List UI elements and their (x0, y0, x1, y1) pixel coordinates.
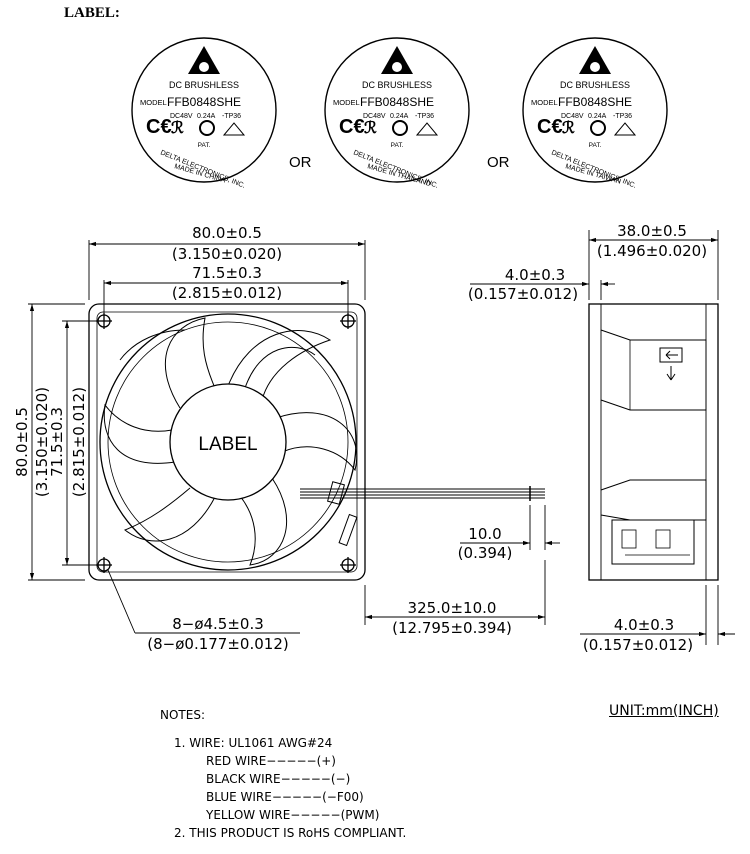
vde-mark-icon (415, 122, 439, 136)
notes-title: NOTES: (160, 708, 205, 722)
ul-mark-icon: ℛ (171, 120, 184, 137)
label-line1: DC BRUSHLESS (362, 80, 432, 90)
delta-logo-icon (188, 46, 220, 74)
mount-hole-bl (96, 557, 112, 573)
dim-hole-mm: 71.5±0.3 (192, 264, 262, 282)
ul-mark-icon: ℛ (562, 120, 575, 137)
label-suffix: -TP36 (613, 113, 632, 120)
or-text-2: OR (487, 154, 510, 171)
dim-strip-mm: 10.0 (468, 525, 501, 543)
wire-lead (300, 481, 545, 547)
wire-black: BLACK WIRE−−−−−(−) (206, 772, 351, 786)
label-current: 0.24A (588, 113, 607, 120)
label-line1: DC BRUSHLESS (560, 80, 630, 90)
csa-mark-icon (199, 120, 215, 136)
label-roundel-3: DC BRUSHLESS MODEL FFB0848SHE C€ ℛ DC48V… (522, 37, 668, 190)
fan-side-view (588, 303, 719, 581)
fan-shroud (99, 313, 357, 571)
label-pat: PAT. (391, 142, 404, 149)
label-roundel-1: DC BRUSHLESS MODEL FFB0848SHE C€ ℛ DC48V… (131, 37, 277, 190)
dim-strip-in: (0.394) (458, 544, 513, 562)
label-pat: PAT. (589, 142, 602, 149)
dimension-labels: 80.0±0.5 (3.150±0.020) 71.5±0.3 (2.815±0… (13, 222, 707, 654)
dim-lead-in: (12.795±0.394) (392, 619, 512, 637)
fan-frame (88, 303, 366, 581)
label-maker: DELTA ELECTRONICS, INC. (159, 149, 246, 190)
wire-blue: BLUE WIRE−−−−−(−F00) (206, 790, 364, 804)
label-model: FFB0848SHE (558, 95, 632, 109)
dim-height-mm: 80.0±0.5 (13, 407, 31, 477)
label-current: 0.24A (197, 113, 216, 120)
ce-mark-icon: C€ (146, 116, 172, 138)
label-model-prefix: MODEL (333, 98, 360, 107)
wire-yellow: YELLOW WIRE−−−−−(PWM) (206, 808, 380, 822)
ul-mark-icon: ℛ (364, 120, 377, 137)
connector-housing (611, 519, 695, 565)
csa-mark-icon (590, 120, 606, 136)
dim-lead-mm: 325.0±10.0 (408, 599, 497, 617)
dim-flange-in: (0.157±0.012) (468, 285, 578, 303)
fan-label-text: LABEL (198, 434, 257, 455)
dim-width-mm: 80.0±0.5 (192, 224, 262, 242)
dim-flange-mm: 4.0±0.3 (505, 266, 565, 284)
side-body (588, 303, 719, 581)
wire-red: RED WIRE−−−−−(+) (206, 754, 336, 768)
dim-vhole-mm: 71.5±0.3 (48, 407, 66, 477)
label-model: FFB0848SHE (167, 95, 241, 109)
or-text-1: OR (289, 154, 312, 171)
fan-front-view (88, 303, 545, 581)
dim-width-in: (3.150±0.020) (172, 245, 282, 263)
dim-mount-mm: 8−ø4.5±0.3 (172, 615, 264, 633)
label-heading: LABEL: (64, 5, 120, 21)
mount-hole-br (340, 557, 356, 573)
label-voltage: DC48V (170, 113, 193, 120)
label-roundel-2: DC BRUSHLESS MODEL FFB0848SHE C€ ℛ DC48V… (324, 37, 470, 190)
label-current: 0.24A (390, 113, 409, 120)
note-item-2: 2. THIS PRODUCT IS RoHS COMPLIANT. (174, 826, 407, 840)
dim-depth-mm: 38.0±0.5 (617, 222, 687, 240)
label-voltage: DC48V (561, 113, 584, 120)
label-model-prefix: MODEL (531, 98, 558, 107)
label-suffix: -TP36 (222, 113, 241, 120)
csa-mark-icon (392, 120, 408, 136)
label-model-prefix: MODEL (140, 98, 167, 107)
dim-depth-in: (1.496±0.020) (597, 242, 707, 260)
dim-mount-in: (8−ø0.177±0.012) (147, 635, 288, 653)
vde-mark-icon (222, 122, 246, 136)
dim-height-in: (3.150±0.020) (33, 387, 51, 497)
dim-hole-in: (2.815±0.012) (172, 284, 282, 302)
note-item-1: 1. WIRE: UL1061 AWG#24 (174, 736, 333, 750)
airflow-arrow-icon (659, 347, 683, 381)
ce-mark-icon: C€ (339, 116, 365, 138)
delta-logo-icon (381, 46, 413, 74)
label-line1: DC BRUSHLESS (169, 80, 239, 90)
mount-hole-tl (96, 313, 112, 329)
delta-logo-icon (579, 46, 611, 74)
fan-hub (169, 383, 287, 501)
dim-vhole-in: (2.815±0.012) (70, 387, 88, 497)
dim-flange2-mm: 4.0±0.3 (614, 616, 674, 634)
dim-flange2-in: (0.157±0.012) (583, 636, 693, 654)
unit-note: UNIT:mm(INCH) (609, 703, 719, 719)
notes-block: NOTES: 1. WIRE: UL1061 AWG#24 RED WIRE−−… (160, 706, 406, 842)
fan-blades (103, 317, 358, 566)
label-voltage: DC48V (363, 113, 386, 120)
mount-hole-tr (340, 313, 356, 329)
label-maker: DELTA ELECTRONICS, INC. (550, 149, 637, 190)
label-model: FFB0848SHE (360, 95, 434, 109)
vde-mark-icon (613, 122, 637, 136)
ce-mark-icon: C€ (537, 116, 563, 138)
label-suffix: -TP36 (415, 113, 434, 120)
label-pat: PAT. (198, 142, 211, 149)
